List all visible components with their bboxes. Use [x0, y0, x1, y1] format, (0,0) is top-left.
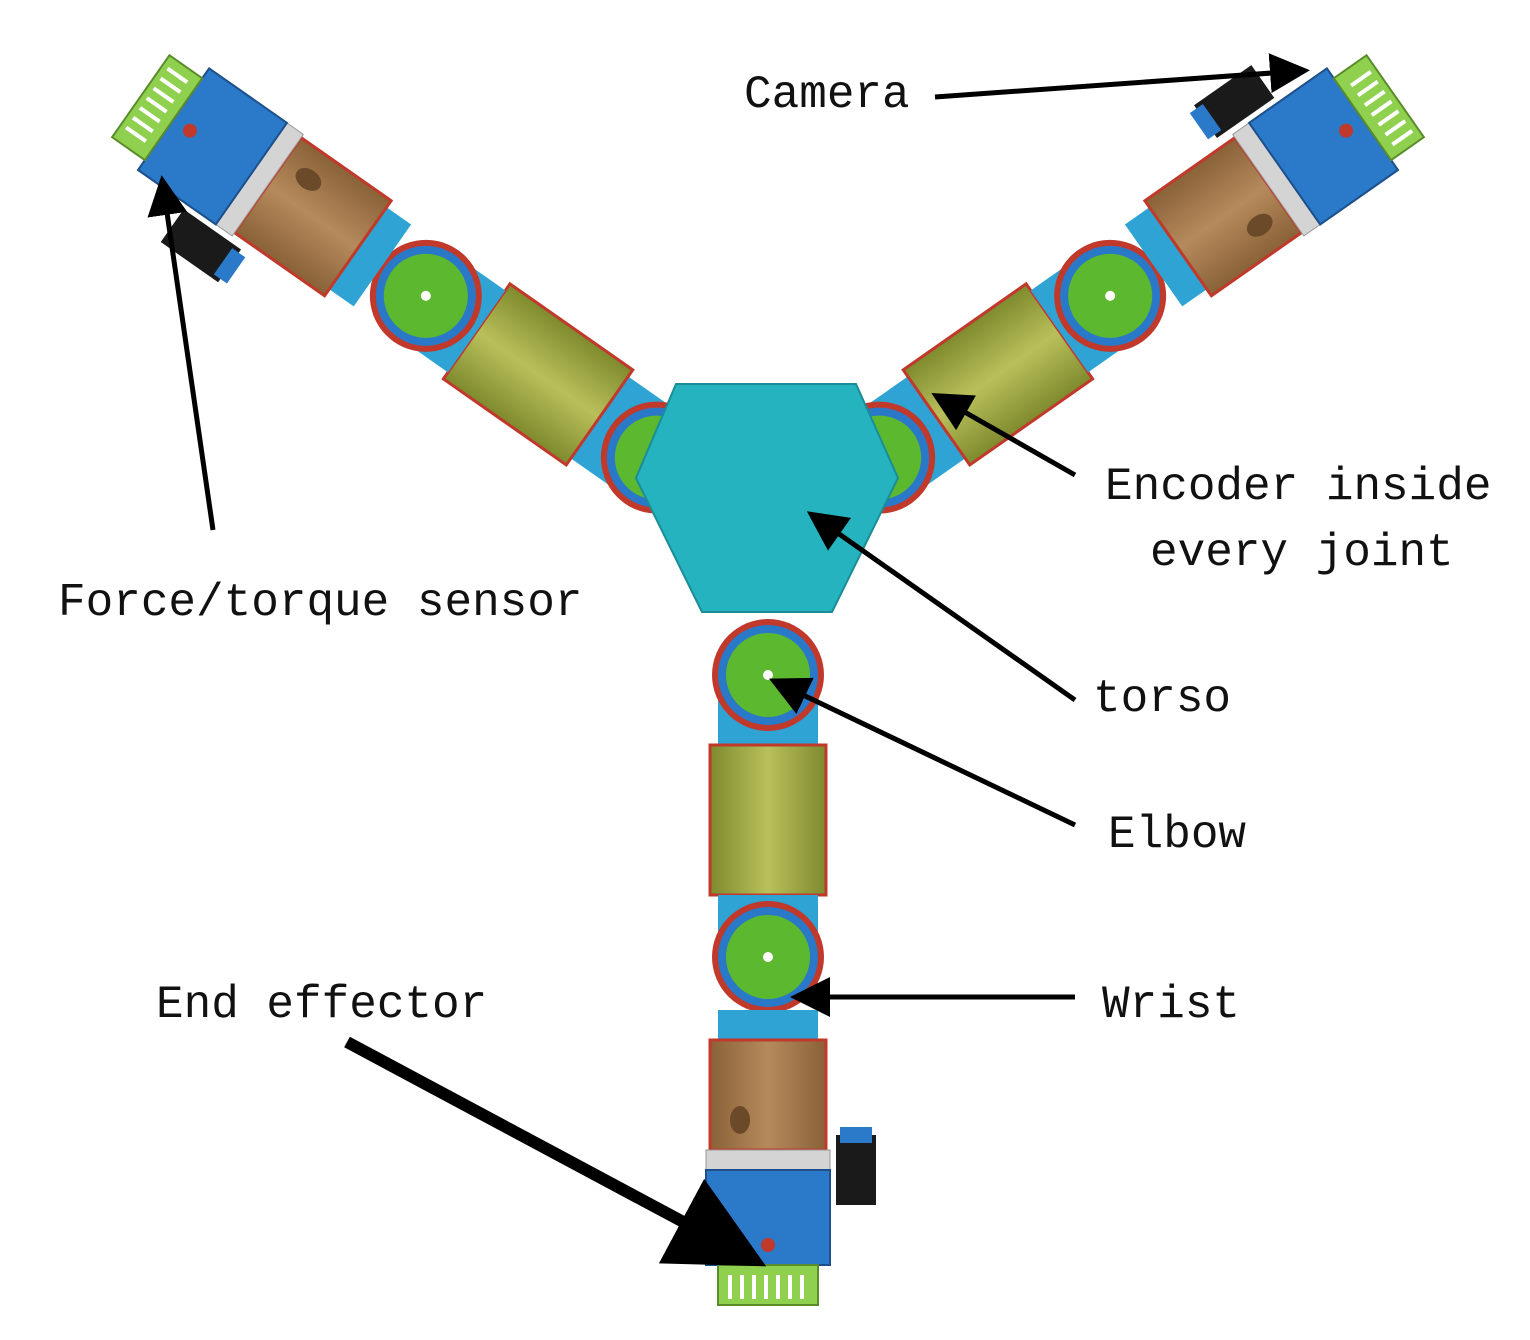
label-force-sensor: Force/torque sensor — [58, 577, 583, 629]
label-torso: torso — [1093, 673, 1232, 725]
label-elbow: Elbow — [1108, 809, 1247, 861]
arrow-force-sensor — [147, 175, 216, 531]
arrow-end-effector — [344, 1036, 767, 1267]
label-end-effector: End effector — [156, 979, 488, 1031]
label-camera: Camera — [744, 69, 910, 121]
arrow-elbow — [768, 677, 1077, 828]
label-encoder-line1: Encoder inside — [1105, 461, 1492, 513]
arrow-camera — [934, 53, 1310, 100]
torso — [634, 383, 900, 613]
arrow-encoder — [931, 393, 1077, 478]
arrow-torso — [806, 511, 1077, 703]
label-wrist: Wrist — [1102, 979, 1241, 1031]
arm-upper-left — [79, 45, 738, 578]
arm-bottom — [706, 619, 876, 1305]
label-encoder-line2: every joint — [1150, 527, 1454, 579]
